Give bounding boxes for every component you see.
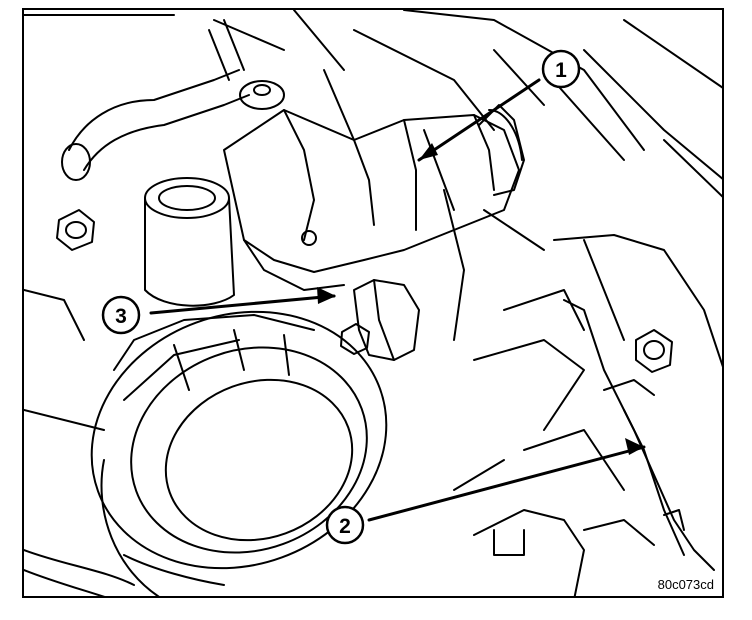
leader-3: [149, 294, 336, 315]
electrical-connector: [478, 104, 525, 196]
diagram-frame: 1 2 3 80c073cd: [22, 8, 724, 598]
background-lines: [24, 10, 722, 491]
callout-3: 3: [101, 295, 141, 335]
lower-hose: [24, 549, 135, 596]
callout-2-label: 2: [339, 515, 351, 538]
arrowhead-3: [317, 287, 336, 304]
pressure-fitting: [353, 279, 420, 361]
figure-id: 80c073cd: [657, 577, 714, 592]
bolt-left: [56, 209, 95, 251]
filler-neck: [144, 177, 235, 307]
bolt-right: [635, 329, 673, 373]
upper-hose: [61, 19, 285, 181]
leader-lines: [149, 78, 646, 522]
leader-1: [417, 78, 541, 162]
callout-3-label: 3: [115, 305, 127, 328]
arrowheads: [317, 143, 644, 455]
callout-2: 2: [325, 505, 365, 545]
callout-1-label: 1: [555, 59, 567, 82]
arrowhead-2: [625, 438, 644, 455]
lower-connector: [473, 509, 655, 596]
leader-2: [367, 445, 646, 522]
reservoir-bracket: [553, 234, 722, 571]
pulley: [90, 310, 388, 596]
arrowhead-1: [419, 143, 438, 160]
pump-body: [223, 109, 520, 291]
callout-1: 1: [541, 49, 581, 89]
engine-illustration: 1 2 3: [24, 10, 722, 596]
